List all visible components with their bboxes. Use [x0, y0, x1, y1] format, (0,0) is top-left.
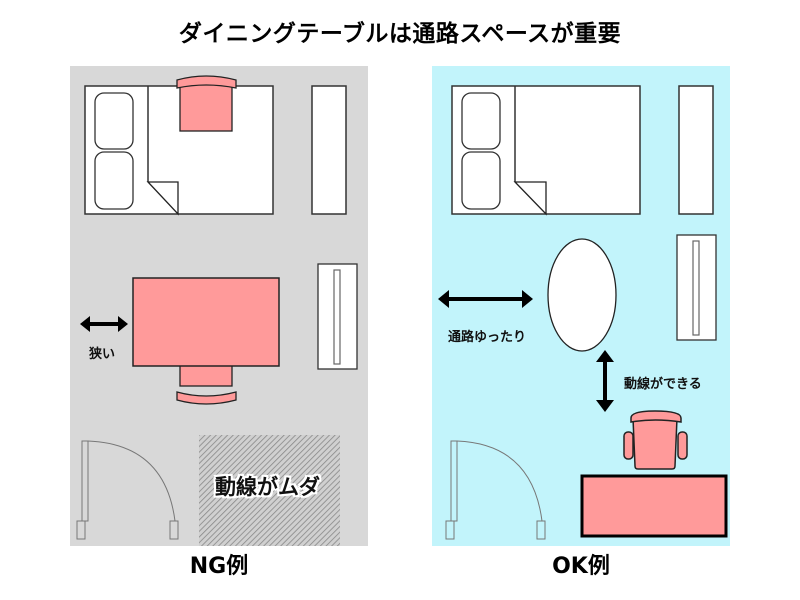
tv-stand-icon [676, 234, 717, 341]
double-arrow-horizontal-icon [80, 316, 128, 332]
door-icon [445, 440, 546, 540]
double-arrow-horizontal-icon [438, 290, 533, 308]
ok-floor-plan [438, 85, 728, 540]
ok-example-panel: 通路ゆったり 動線ができる [432, 66, 730, 546]
tv-stand-icon [317, 263, 358, 370]
ng-example-panel: 狭い 動線がムダ [70, 66, 368, 546]
ng-caption: NG例 [189, 554, 249, 579]
closet-icon [678, 85, 714, 215]
bed-icon [84, 85, 274, 216]
closet-icon [311, 85, 347, 215]
chair-top-icon [176, 75, 237, 132]
dining-table-icon [132, 277, 280, 367]
aisle-label: 通路ゆったり [448, 330, 527, 345]
narrow-label: 狭い [89, 347, 116, 362]
wasted-flow-label: 動線がムダ [215, 475, 320, 499]
oval-table-icon [547, 238, 617, 352]
door-icon [76, 440, 179, 540]
double-arrow-vertical-icon [596, 350, 614, 412]
flow-label: 動線ができる [624, 377, 702, 392]
bed-icon [451, 85, 641, 216]
ng-floor-plan [76, 75, 358, 546]
wasted-area-hatch [199, 435, 340, 546]
page-title: ダイニングテーブルは通路スペースが重要 [178, 21, 622, 47]
office-chair-icon [623, 410, 688, 470]
ok-caption: OK例 [552, 554, 610, 579]
desk-icon [580, 474, 728, 538]
